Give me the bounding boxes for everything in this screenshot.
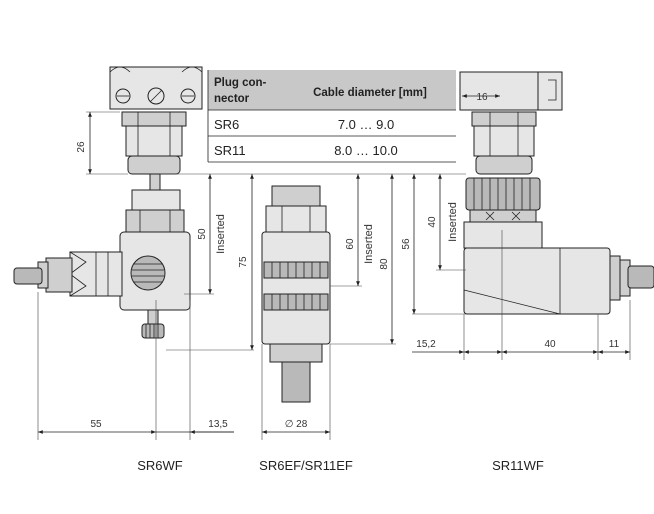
cable-icon (281, 361, 311, 403)
dim-40-vertical: 40 (427, 216, 438, 228)
label-sr11wf: SR11WF (492, 458, 544, 473)
sr6ef-drawing: ∅ 28 SR6EF/SR11EF (259, 185, 353, 473)
cable-diameter-table: Plug con- nector Cable diameter [mm] SR6… (207, 70, 456, 163)
dim-15-2: 15,2 (416, 339, 436, 350)
sr6wf-drawing: 26 55 13,5 SR6WF (13, 66, 234, 473)
inserted-label-c: Inserted (447, 202, 459, 242)
label-sr6ef: SR6EF/SR11EF (259, 458, 353, 473)
table-row: SR11 8.0 … 10.0 (214, 143, 398, 158)
dim-26: 26 (76, 141, 87, 153)
table-header-connector-line2: nector (214, 93, 250, 105)
dim-13-5: 13,5 (208, 419, 228, 430)
dim-56: 56 (401, 238, 412, 250)
table-cell-diameter: 7.0 … 9.0 (338, 117, 394, 132)
knurled-screw-icon (141, 323, 165, 339)
label-sr6wf: SR6WF (137, 458, 183, 473)
table-header-bg (208, 70, 456, 110)
cable-icon (627, 265, 654, 289)
dim-28: ∅ 28 (285, 419, 308, 430)
sr6ef-body (261, 231, 331, 345)
dim-80: 80 (379, 258, 390, 270)
inserted-label-b: Inserted (363, 224, 375, 264)
sr11wf-plug-head (459, 71, 549, 111)
cable-entry-icon (130, 255, 166, 291)
dim-50: 50 (197, 228, 208, 240)
table-header-diameter: Cable diameter [mm] (313, 87, 427, 99)
middle-height-dims: 60 Inserted 80 56 (330, 174, 466, 345)
sr11wf-drawing: 16 40 Inserted 15,2 40 11 (412, 71, 654, 473)
sr6wf-height-dims: 50 Inserted 75 (166, 174, 254, 351)
table-cell-connector: SR6 (214, 117, 239, 132)
table-header-connector-line1: Plug con- (214, 77, 267, 89)
dim-40-horizontal: 40 (544, 339, 556, 350)
dim-75: 75 (238, 256, 249, 268)
dim-16: 16 (476, 92, 488, 103)
inserted-label-a: Inserted (215, 214, 227, 254)
dim-60: 60 (345, 238, 356, 250)
table-cell-diameter: 8.0 … 10.0 (334, 143, 398, 158)
dim-11: 11 (609, 339, 620, 350)
sr11wf-body (463, 247, 611, 315)
dim-55: 55 (90, 419, 102, 430)
table-row: SR6 7.0 … 9.0 (214, 117, 394, 132)
cable-icon (13, 267, 43, 285)
table-cell-connector: SR11 (214, 143, 246, 158)
